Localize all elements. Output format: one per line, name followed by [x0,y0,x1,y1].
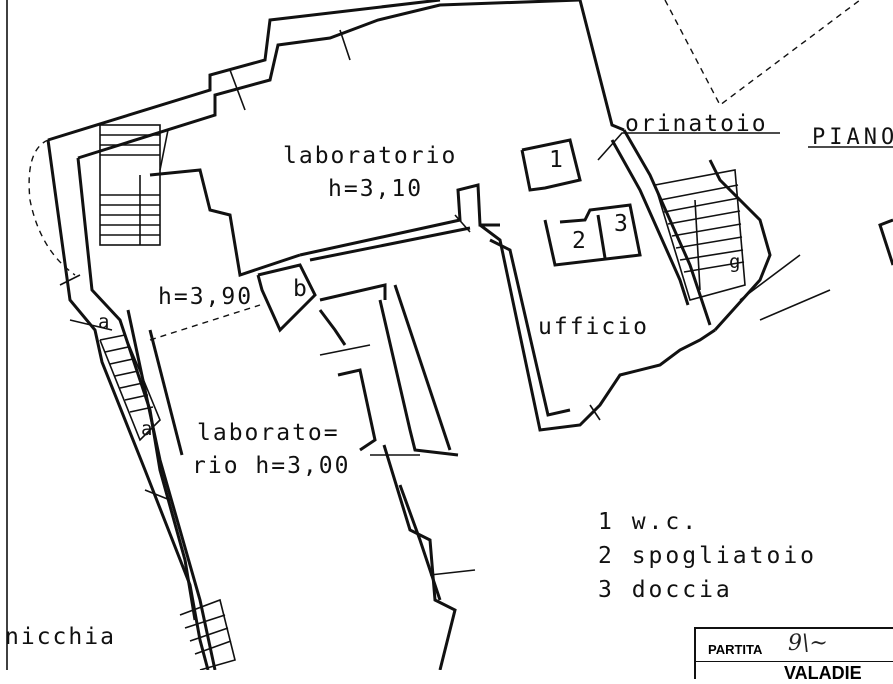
dashed-triangle [664,0,861,107]
room-height-laboratorio: h=3,10 [328,176,424,202]
area-label-nicchia: nicchia [5,624,116,650]
office-walls [479,129,831,432]
room-label-b: b [293,276,309,302]
dashed-corridor-line [149,304,261,341]
cadastral-stamp: PARTITA 9\~ VALADIE [694,627,893,683]
outer-walls [46,0,625,670]
partita-value: VALADIE [784,663,862,683]
room-label-laboratorio2-line2: rio h=3,00 [192,453,351,479]
legend: 1 w.c. 2 spogliatoio 3 doccia [598,505,817,607]
stair-label-g: g [729,251,743,273]
stair-label-a-upper: a [98,311,112,333]
door-marks [59,29,601,576]
legend-item-spogliatoio: 2 spogliatoio [598,543,818,569]
internal-walls [149,168,500,670]
legend-item-wc: 1 w.c. [598,509,700,535]
room-label-ufficio: ufficio [538,314,649,340]
stair-bottom [179,598,236,670]
room-label-laboratorio2-line1: laborato= [197,420,340,446]
partita-label: PARTITA [708,642,763,657]
room-label-laboratorio: laboratorio [283,143,458,169]
corridor-height: h=3,90 [158,284,254,310]
stamp-rule [696,661,893,662]
legend-item-doccia: 3 doccia [598,577,733,603]
stair-label-a-lower: a [141,418,155,440]
stair-lower-left [99,334,161,442]
room-number-1: 1 [549,147,565,173]
floor-label-piano: PIANO [812,125,893,150]
dashed-boundary [28,139,76,276]
right-partial-wall [878,218,893,266]
orinatoio-leader [597,132,780,161]
floor-plan-drawing [6,0,893,670]
stair-right [654,169,746,301]
handwritten-signature: 9\~ [788,631,828,656]
service-rooms [520,138,642,267]
stair-upper-left [99,124,169,246]
room-number-3: 3 [614,211,630,237]
room-number-2: 2 [572,228,588,254]
room-label-orinatoio: orinatoio [625,111,768,137]
